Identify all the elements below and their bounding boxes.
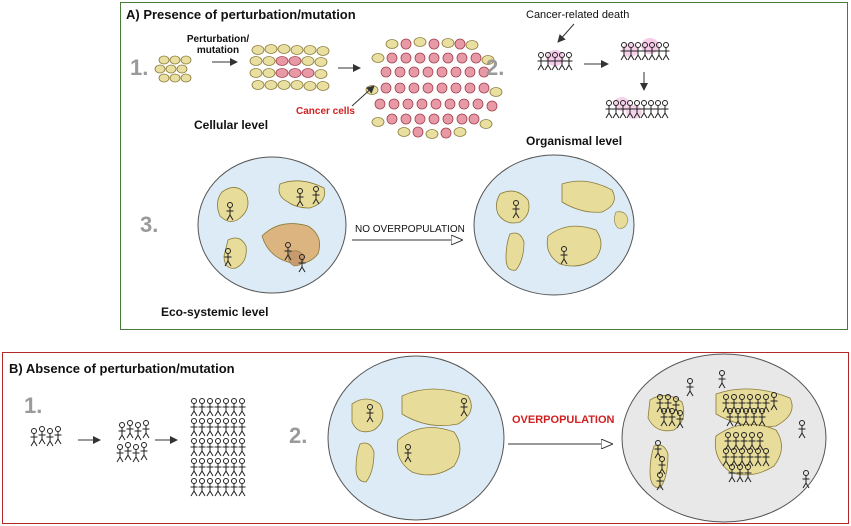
panel-a-step1-number: 1.: [130, 55, 149, 80]
cancer-cells-label: Cancer cells: [296, 106, 355, 117]
panel-b-step2-number: 2.: [289, 423, 308, 448]
no-overpopulation-label: NO OVERPOPULATION: [355, 224, 465, 235]
population-large: [190, 398, 246, 497]
globe-b-left: [327, 355, 505, 521]
globe-a-left: [197, 156, 347, 294]
organism-group-3: [605, 97, 669, 119]
globe-a-right: [473, 154, 635, 296]
cellular-level-label: Cellular level: [194, 118, 269, 132]
cancer-death-label: Cancer-related death: [526, 9, 630, 21]
eco-systemic-level-label: Eco-systemic level: [161, 305, 269, 319]
globe-b-right: [621, 353, 827, 523]
panel-a-step2-number: 2.: [486, 55, 505, 80]
death-pointer: [557, 23, 575, 43]
healthy-cell-cluster: [154, 55, 192, 83]
cancer-cell-mass: [365, 37, 503, 139]
organism-group-1: [537, 50, 573, 71]
panel-a-title: A) Presence of perturbation/mutation: [126, 7, 356, 22]
population-small: [30, 426, 62, 447]
perturbation-label: Perturbation/ mutation: [186, 34, 250, 56]
panel-b-step1-number: 1.: [24, 393, 43, 418]
mixed-cell-cluster: [249, 44, 330, 91]
panel-b-title: B) Absence of perturbation/mutation: [9, 361, 235, 376]
cancer-cells-pointer: [351, 85, 375, 107]
organism-group-2: [620, 38, 670, 61]
panel-a: [120, 2, 848, 330]
panel-b: [2, 352, 849, 524]
panel-a-step3-number: 3.: [140, 212, 159, 237]
organismal-level-label: Organismal level: [526, 134, 623, 148]
overpopulation-label: OVERPOPULATION: [512, 414, 615, 426]
population-medium: [116, 420, 150, 463]
